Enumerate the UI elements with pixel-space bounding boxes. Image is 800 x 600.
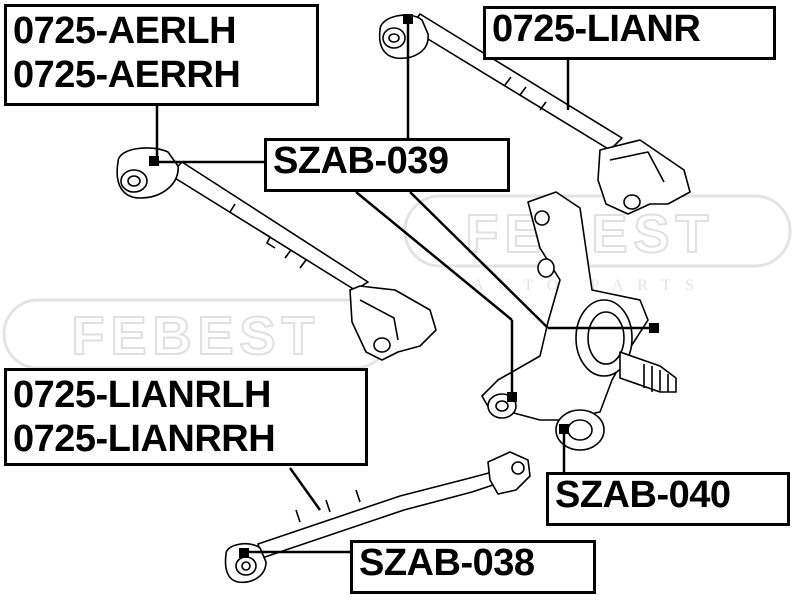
leader-markers (149, 14, 659, 558)
part-number-lianr: 0725-LIANR (492, 8, 701, 50)
part-number-lianrrh: 0725-LIANRRH (13, 418, 276, 460)
part-number-szab-040: SZAB-040 (555, 474, 731, 516)
part-number-aerrh: 0725-AERRH (13, 54, 241, 96)
part-number-aerlh: 0725-AERLH (13, 10, 237, 52)
leader-lines (155, 18, 654, 554)
svg-text:FEBEST: FEBEST (465, 204, 714, 264)
part-label-0725-lianr: 0725-LIANR (483, 6, 776, 60)
part-number-lianrlh: 0725-LIANRLH (13, 374, 271, 416)
upper-control-arm-right (378, 13, 691, 215)
part-number-szab-038: SZAB-038 (359, 542, 535, 584)
part-label-0725-aer: 0725-AERLH 0725-AERRH (4, 4, 319, 106)
lower-control-arm (224, 451, 531, 584)
part-label-0725-lianrl: 0725-LIANRLH 0725-LIANRRH (4, 368, 368, 466)
upper-control-arm-left (116, 147, 437, 361)
part-label-szab-040: SZAB-040 (546, 472, 790, 526)
svg-text:FEBEST: FEBEST (71, 306, 320, 366)
part-number-szab-039: SZAB-039 (273, 140, 449, 182)
part-label-szab-039: SZAB-039 (264, 138, 510, 192)
rear-knuckle (481, 191, 677, 451)
part-label-szab-038: SZAB-038 (350, 540, 596, 594)
